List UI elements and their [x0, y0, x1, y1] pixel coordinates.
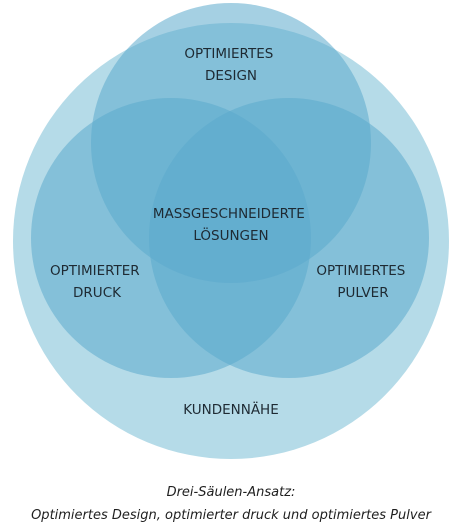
caption-title: Drei-Säulen-Ansatz:: [166, 485, 296, 500]
caption-subtitle: Optimiertes Design, optimierter druck un…: [31, 508, 431, 523]
label-design: OPTIMIERTES DESIGN: [184, 46, 277, 84]
label-design-line-1: OPTIMIERTES: [184, 46, 273, 62]
label-pulver: OPTIMIERTES PULVER: [316, 263, 409, 301]
label-pulver-line-2: PULVER: [337, 285, 388, 301]
label-center-line-1: MASSGESCHNEIDERTE: [153, 206, 305, 222]
circle-pulver: [149, 98, 429, 378]
label-center: MASSGESCHNEIDERTE LÖSUNGEN: [153, 206, 309, 244]
label-kundennaehe: KUNDENNÄHE: [183, 400, 279, 418]
label-druck-line-2: DRUCK: [73, 285, 122, 301]
label-druck: OPTIMIERTER DRUCK: [50, 263, 144, 301]
label-druck-line-1: OPTIMIERTER: [50, 263, 140, 279]
venn-diagram: OPTIMIERTES DESIGN MASSGESCHNEIDERTE LÖS…: [13, 3, 449, 459]
label-design-line-2: DESIGN: [205, 68, 257, 84]
label-center-line-2: LÖSUNGEN: [193, 226, 268, 244]
label-pulver-line-1: OPTIMIERTES: [316, 263, 405, 279]
